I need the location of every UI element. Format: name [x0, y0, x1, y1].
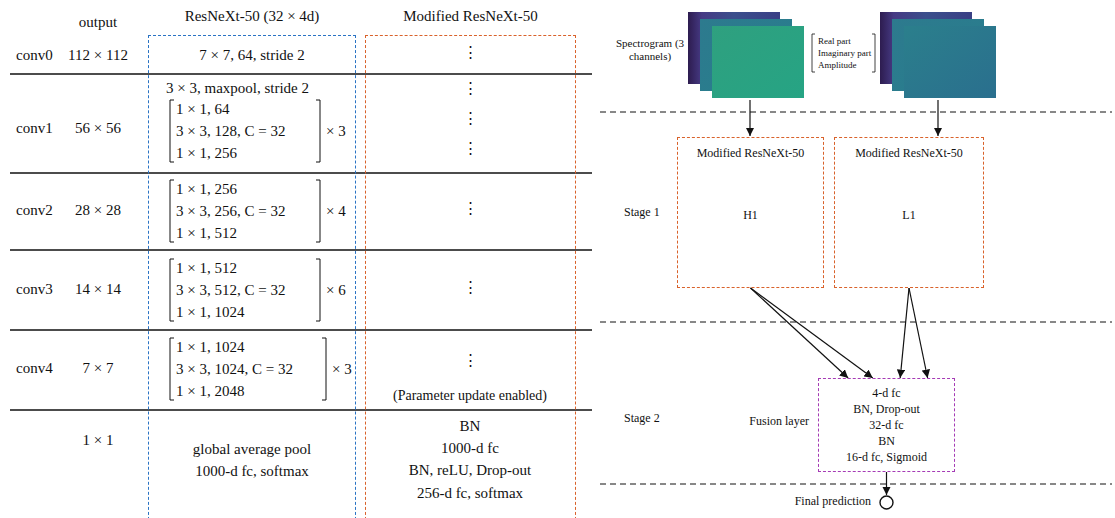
stage-label: Stage 1 [624, 205, 660, 219]
repeat-count: × 6 [326, 281, 346, 299]
layer-spec: global average pool [193, 440, 311, 458]
row-label: conv1 [16, 119, 53, 137]
stage-label: Stage 2 [624, 411, 660, 425]
model-box: Modified ResNeXt-50H1 [677, 137, 824, 288]
fusion-box: Fusion layer4-d fcBN, Drop-out32-d fcBN1… [818, 378, 955, 472]
ellipsis: ⋮ [463, 351, 478, 369]
fusion-layer-spec: BN, Drop-out [853, 401, 920, 417]
column-header: Modified ResNeXt-50 [366, 7, 575, 25]
output-size: 28 × 28 [75, 201, 121, 219]
fusion-layer-spec: 32-d fc [869, 417, 903, 433]
input-arrows [750, 100, 938, 136]
output-size: 14 × 14 [75, 280, 121, 298]
layer-spec: 1 × 1, 1024 [176, 338, 244, 356]
fusion-layer-spec: 16-d fc, Sigmoid [846, 449, 927, 465]
channel-name: Imaginary part [818, 48, 871, 59]
model-box: Modified ResNeXt-50L1 [834, 137, 984, 288]
layer-spec: 1 × 1, 2048 [176, 382, 244, 400]
fusion-heading: Fusion layer [749, 413, 809, 429]
row-label: conv2 [16, 201, 53, 219]
fusion-layer-spec: 4-d fc [872, 385, 900, 401]
spectrogram-right [880, 12, 996, 98]
model-title: Modified ResNeXt-50 [835, 146, 983, 161]
model-id: H1 [678, 208, 823, 223]
ellipsis: ⋮ [463, 43, 478, 61]
layer-spec: 3 × 3, 128, C = 32 [176, 122, 285, 140]
output-circle: Final prediction [879, 495, 894, 510]
connector-arrow [900, 288, 909, 378]
layer-spec: 7 × 7, 64, stride 2 [199, 46, 305, 64]
layer-spec: 1 × 1, 256 [176, 180, 237, 198]
layer-spec: BN [460, 417, 481, 435]
row-label: conv3 [16, 280, 53, 298]
layer-spec: 1000-d fc [441, 439, 499, 457]
layer-spec: 1 × 1, 512 [176, 224, 237, 242]
output-size: 56 × 56 [75, 119, 121, 137]
layer-spec: 3 × 3, 512, C = 32 [176, 281, 285, 299]
layer-spec: BN, reLU, Drop-out [409, 461, 531, 479]
model-title: Modified ResNeXt-50 [678, 146, 823, 161]
layer-spec: 1 × 1, 1024 [176, 303, 244, 321]
table-rules [10, 74, 592, 410]
repeat-count: × 4 [326, 202, 346, 220]
output-size: 112 × 112 [68, 46, 128, 64]
ellipsis: ⋮ [463, 109, 478, 127]
channel-bracket [812, 34, 875, 72]
matrix-brackets [170, 100, 326, 400]
output-size: 1 × 1 [83, 431, 114, 449]
layer-spec: 3 × 3, 256, C = 32 [176, 202, 285, 220]
spectrogram-left [688, 12, 804, 98]
channel-name: Real part [818, 36, 851, 47]
ellipsis: ⋮ [463, 199, 478, 217]
column-header: ResNeXt-50 (32 × 4d) [149, 7, 355, 25]
channel-name: Amplitude [818, 60, 857, 71]
repeat-count: × 3 [332, 360, 352, 378]
layer-spec: 3 × 3, 1024, C = 32 [176, 360, 293, 378]
output-size: 7 × 7 [83, 359, 114, 377]
column-header: output [79, 13, 117, 31]
layer-spec: 1000-d fc, softmax [195, 462, 309, 480]
row-label: conv4 [16, 359, 53, 377]
row-label: conv0 [16, 46, 53, 64]
ellipsis: ⋮ [463, 139, 478, 157]
ellipsis: ⋮ [463, 278, 478, 296]
connector-arrow [909, 288, 928, 378]
circle-outline [879, 495, 894, 510]
fusion-layer-spec: BN [878, 433, 895, 449]
ellipsis: ⋮ [463, 79, 478, 97]
layer-spec: 256-d fc, softmax [417, 484, 523, 502]
output-label: Final prediction [795, 494, 871, 509]
layer-spec: 3 × 3, maxpool, stride 2 [166, 79, 309, 97]
note: (Parameter update enabled) [393, 387, 547, 404]
connector-arrow [886, 472, 887, 495]
table-column: ResNeXt-50 (32 × 4d) [148, 35, 356, 518]
layer-spec: 1 × 1, 256 [176, 144, 237, 162]
layer-spec: 1 × 1, 512 [176, 259, 237, 277]
input-label: Spectrogram (3 channels) [614, 37, 686, 63]
layer-spec: 1 × 1, 64 [176, 100, 229, 118]
table-column: Modified ResNeXt-50 [365, 35, 576, 518]
connector-arrow [751, 288, 849, 378]
model-id: L1 [835, 208, 983, 223]
stage-dividers [600, 112, 1112, 484]
connector-arrow [751, 288, 873, 378]
repeat-count: × 3 [326, 122, 346, 140]
